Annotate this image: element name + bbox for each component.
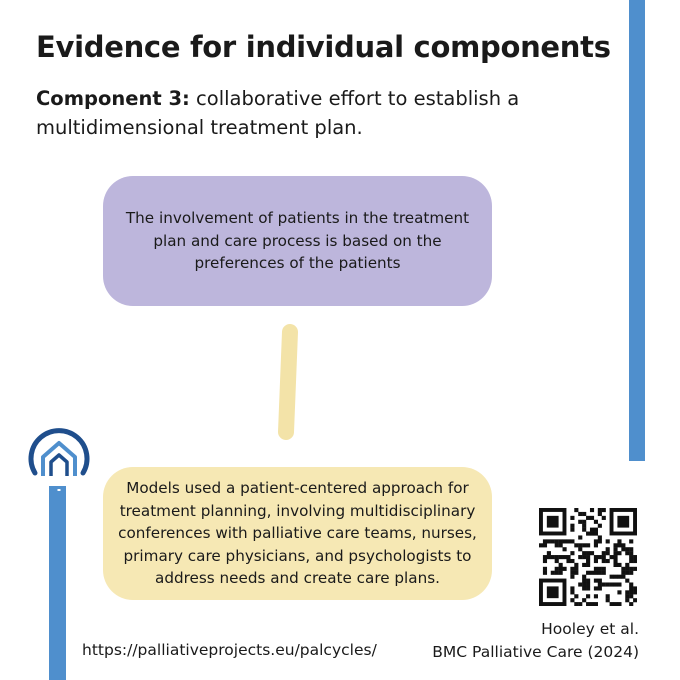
left-accent-bar — [49, 486, 66, 680]
qr-code-icon — [539, 508, 637, 606]
citation-authors: Hooley et al. — [541, 620, 639, 638]
citation-journal: BMC Palliative Care (2024) — [432, 643, 639, 661]
citation: Hooley et al. BMC Palliative Care (2024) — [432, 618, 639, 664]
right-accent-bar — [629, 0, 645, 461]
house-logo-icon — [28, 428, 90, 491]
component-subtitle: Component 3: collaborative effort to est… — [36, 84, 596, 142]
page-title: Evidence for individual components — [36, 30, 611, 64]
project-url[interactable]: https://palliativeprojects.eu/palcycles/ — [82, 641, 377, 659]
connector-line — [278, 324, 298, 440]
component-description: collaborative effort to establish a mult… — [36, 87, 520, 139]
component-label: Component 3: — [36, 87, 190, 110]
evidence-box-patient-involvement: The involvement of patients in the treat… — [103, 176, 492, 306]
evidence-box-care-models: Models used a patient-centered approach … — [103, 467, 492, 600]
